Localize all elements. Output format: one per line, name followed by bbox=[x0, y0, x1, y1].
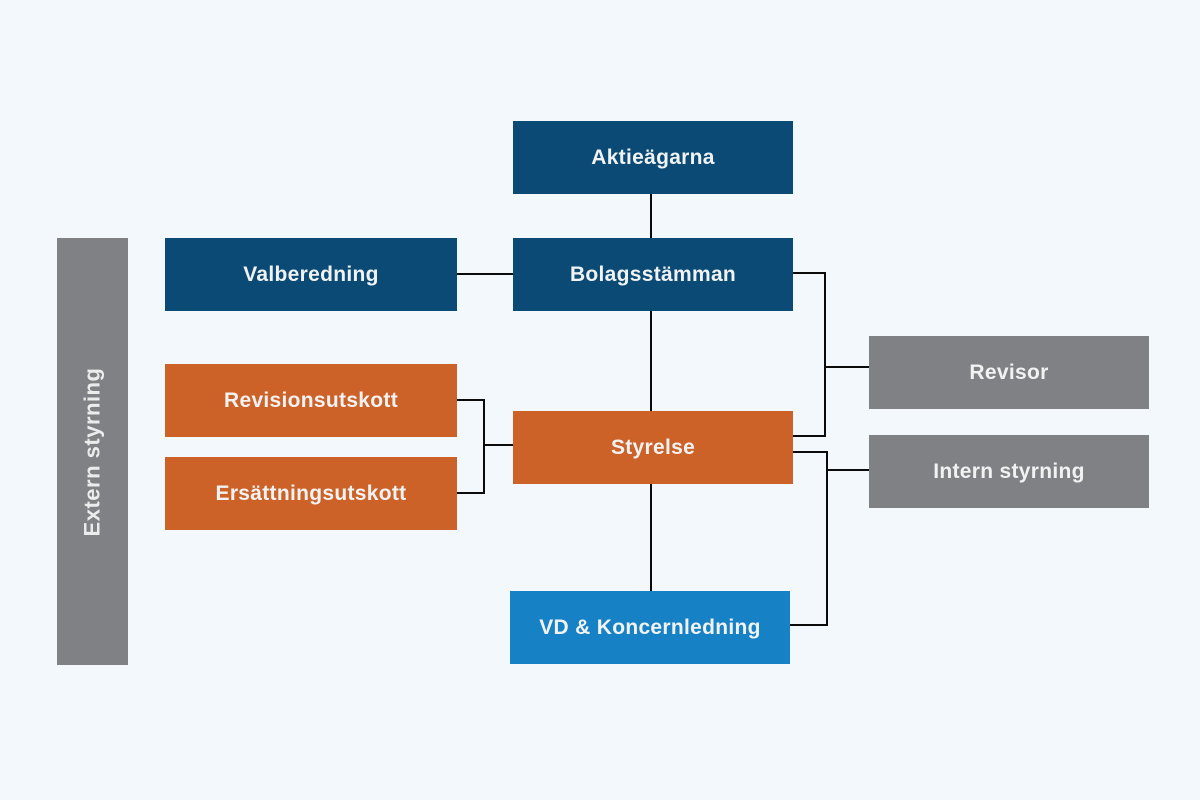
edge-styrelse-vd bbox=[650, 484, 652, 591]
node-bolagsstamman-label: Bolagsstämman bbox=[569, 262, 737, 286]
node-ersattningsutskott: Ersättningsutskott bbox=[165, 457, 457, 530]
node-aktieagarna-label: Aktieägarna bbox=[591, 145, 715, 169]
edge-aktieagarna-bolagsstamman bbox=[650, 194, 652, 238]
node-revisor-label: Revisor bbox=[969, 360, 1049, 384]
extern-styrning-label: Extern styrning bbox=[79, 367, 105, 536]
edge-valberedning-bolagsstamman bbox=[457, 273, 513, 275]
node-revisionsutskott: Revisionsutskott bbox=[165, 364, 457, 437]
node-valberedning: Valberedning bbox=[165, 238, 457, 311]
node-intern-styrning-label: Intern styrning bbox=[933, 459, 1085, 483]
node-revisor: Revisor bbox=[869, 336, 1149, 409]
edge-bolagsstamman-right bbox=[793, 272, 826, 274]
edge-to-intern-styrning bbox=[828, 469, 869, 471]
node-intern-styrning: Intern styrning bbox=[869, 435, 1149, 508]
node-aktieagarna: Aktieägarna bbox=[513, 121, 793, 194]
edge-right-lower-vertical bbox=[826, 451, 828, 626]
edge-styrelse-right-upper bbox=[793, 435, 824, 437]
node-styrelse: Styrelse bbox=[513, 411, 793, 484]
edge-ersattningsutskott-bracket bbox=[457, 492, 485, 494]
node-valberedning-label: Valberedning bbox=[243, 262, 379, 286]
node-vd-koncernledning-label: VD & Koncernledning bbox=[539, 615, 761, 639]
edge-bracket-styrelse bbox=[485, 444, 513, 446]
edge-styrelse-right-lower bbox=[793, 451, 828, 453]
edge-committees-bracket-vertical bbox=[483, 399, 485, 494]
edge-right-upper-vertical bbox=[824, 272, 826, 437]
edge-to-revisor bbox=[826, 366, 869, 368]
edge-to-vd-right bbox=[790, 624, 828, 626]
edge-revisionsutskott-bracket bbox=[457, 399, 485, 401]
node-bolagsstamman: Bolagsstämman bbox=[513, 238, 793, 311]
node-ersattningsutskott-label: Ersättningsutskott bbox=[215, 481, 407, 505]
node-styrelse-label: Styrelse bbox=[610, 435, 696, 459]
node-vd-koncernledning: VD & Koncernledning bbox=[510, 591, 790, 664]
node-revisionsutskott-label: Revisionsutskott bbox=[224, 388, 398, 412]
extern-styrning-bar: Extern styrning bbox=[57, 238, 128, 665]
edge-bolagsstamman-styrelse bbox=[650, 311, 652, 411]
